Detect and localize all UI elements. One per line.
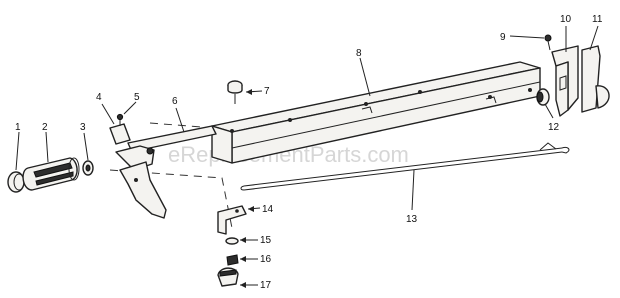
bracket-part-14 [217, 205, 247, 235]
leader-6 [175, 107, 185, 133]
arrowhead-16 [240, 256, 246, 262]
leader-1 [15, 131, 20, 171]
screw-part-9 [544, 34, 552, 51]
callout-6: 6 [172, 96, 178, 107]
callout-7: 7 [264, 86, 270, 97]
leader-4 [101, 103, 115, 125]
lock-lever-part-6 [115, 125, 217, 219]
nut-part-16 [226, 254, 239, 266]
callout-17: 17 [260, 280, 272, 291]
callout-14: 14 [262, 204, 274, 215]
plate-part-4 [109, 123, 131, 145]
bracket-part-10 [551, 45, 579, 117]
callout-16: 16 [260, 254, 272, 265]
washer-part-3 [82, 160, 94, 176]
callout-5: 5 [134, 92, 140, 103]
callout-8: 8 [356, 48, 362, 59]
leader-8 [359, 57, 371, 97]
callout-12: 12 [548, 122, 560, 133]
leader-5 [123, 101, 137, 115]
callout-11: 11 [592, 14, 603, 25]
end-plug-part-1 [7, 171, 25, 193]
callout-13: 13 [406, 214, 418, 225]
callout-3: 3 [80, 122, 86, 133]
leader-12 [544, 103, 554, 119]
handle-grip-part-2 [22, 157, 80, 191]
leader-2 [45, 131, 49, 163]
callout-1: 1 [15, 122, 21, 133]
screw-part-5 [116, 113, 124, 126]
washer-part-15 [225, 237, 239, 245]
leader-3 [83, 132, 89, 161]
alignment-line-top [149, 122, 216, 129]
leader-13 [411, 169, 415, 211]
leader-9 [509, 35, 545, 39]
arrowhead-15 [240, 237, 246, 243]
leader-11 [589, 25, 599, 51]
callout-2: 2 [42, 122, 48, 133]
callout-9: 9 [500, 32, 506, 43]
callout-15: 15 [260, 235, 272, 246]
arrowhead-14 [248, 206, 254, 212]
callout-10: 10 [560, 14, 572, 25]
callout-4: 4 [96, 92, 102, 103]
end-cap-part-11 [581, 45, 610, 113]
insert-part-12 [536, 88, 550, 106]
rod-part-13 [240, 142, 570, 191]
rail-part-8 [211, 61, 541, 164]
arrowhead-17 [240, 282, 246, 288]
knob-part-17 [217, 267, 239, 287]
bolt-part-7 [227, 80, 243, 104]
arrowhead-7 [246, 89, 252, 95]
